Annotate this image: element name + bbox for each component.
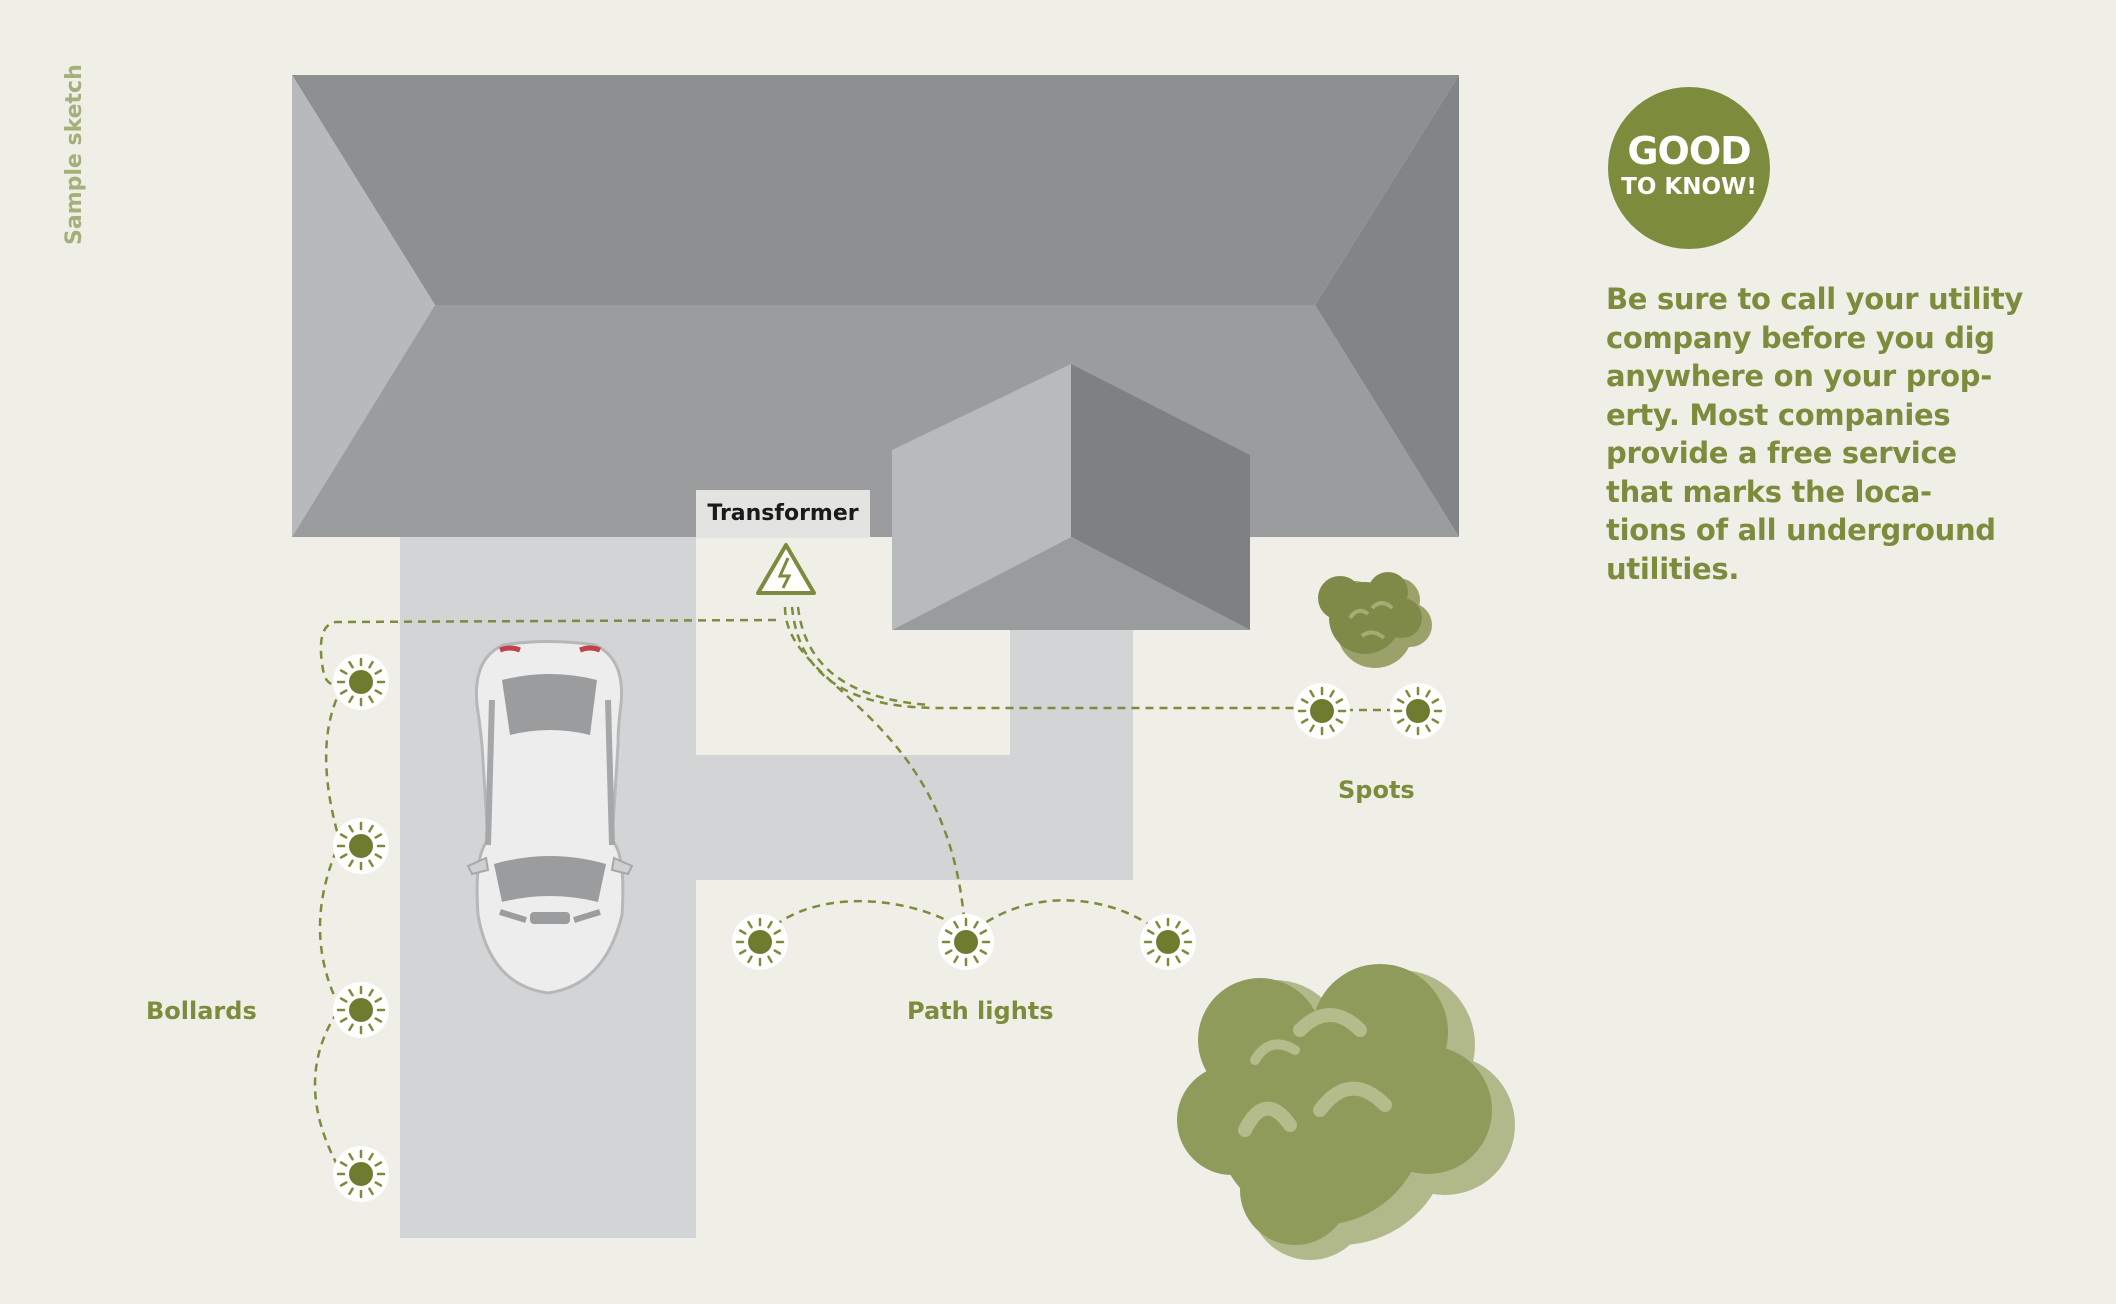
- light-fixture-icon: [938, 914, 994, 970]
- walkway: [696, 630, 1133, 880]
- roof-top-face: [292, 75, 1459, 305]
- light-fixture-icon: [732, 914, 788, 970]
- roof-bottom-face: [292, 305, 1459, 537]
- house-roof: [292, 75, 1459, 537]
- light-fixture-icon: [1140, 914, 1196, 970]
- wire-spots: [790, 606, 1393, 712]
- note-line: that marks the loca-: [1606, 474, 1932, 509]
- transformer-label: Transformer: [696, 490, 870, 538]
- annex-left-face: [892, 364, 1071, 630]
- shrub-icon: [1318, 572, 1432, 668]
- annex-roof: [892, 364, 1250, 630]
- annex-bottom-face: [892, 537, 1250, 630]
- utility-note: Be sure to call your utility company bef…: [1606, 280, 2024, 588]
- sample-sketch-label: Sample sketch: [62, 64, 87, 245]
- note-line: company before you dig: [1606, 320, 1995, 355]
- bollards-label: Bollards: [146, 997, 257, 1025]
- good-to-know-badge: GOOD TO KNOW!: [1608, 87, 1770, 249]
- light-fixture-icon: [1294, 683, 1350, 739]
- light-fixture-icon: [333, 818, 389, 874]
- light-fixture-icon: [333, 982, 389, 1038]
- light-fixture-icon: [333, 654, 389, 710]
- badge-subtitle: TO KNOW!: [1621, 174, 1757, 200]
- note-line: Be sure to call your utility: [1606, 282, 2024, 316]
- spots-label: Spots: [1338, 776, 1415, 804]
- note-line: utilities.: [1606, 551, 1740, 586]
- badge-title: GOOD: [1627, 129, 1751, 173]
- note-line: erty. Most companies: [1606, 397, 1951, 432]
- light-fixtures: [333, 654, 1446, 1202]
- roof-right-face: [1315, 75, 1459, 537]
- path-lights-label: Path lights: [907, 997, 1054, 1025]
- light-fixture-icon: [1390, 683, 1446, 739]
- note-line: anywhere on your prop-: [1606, 359, 1993, 393]
- wire-bollards: [313, 618, 777, 1171]
- transformer-warning-icon: [756, 543, 816, 595]
- light-fixture-icon: [333, 1146, 389, 1202]
- shrub-icon: [1177, 964, 1515, 1260]
- note-line: tions of all underground: [1606, 513, 1996, 547]
- car-icon: [466, 640, 634, 995]
- annex-right-face: [1071, 364, 1250, 630]
- note-line: provide a free service: [1606, 436, 1957, 470]
- roof-left-face: [292, 75, 435, 537]
- wire-spots-2: [796, 606, 931, 707]
